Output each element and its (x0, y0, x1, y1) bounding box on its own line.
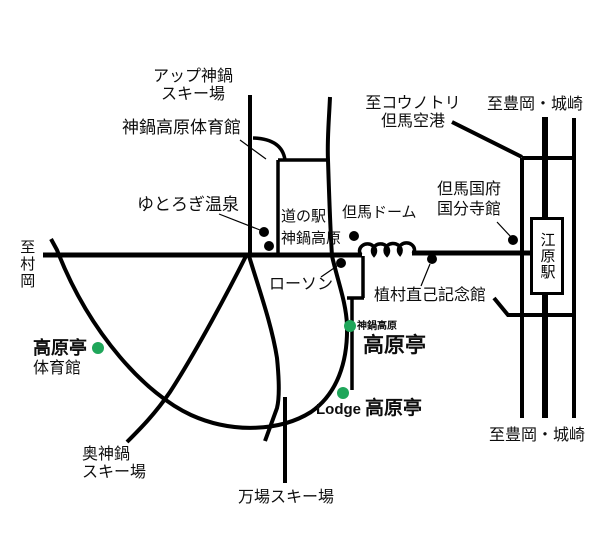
uemura-leader (420, 263, 431, 287)
label-kogentei-main: 神鍋高原 高原亭 (357, 321, 426, 356)
label-kogentei-gym: 高原亭 体育館 (33, 338, 87, 378)
kogentei-main-marker-dot (344, 320, 356, 332)
label-oku-kannabe-ski: 奥神鍋 スキー場 (82, 446, 146, 482)
oku-kannabe-road (125, 255, 248, 444)
label-oku-kannabe-line1: 奥神鍋 (82, 446, 131, 463)
label-ebara-station: 江原駅 (538, 232, 556, 280)
label-toyooka-north: 至豊岡・城崎 (487, 96, 584, 113)
tajima-dome-marker-dot (349, 231, 359, 241)
label-kogentei-gym-name: 高原亭 (33, 338, 87, 359)
kokubunji-leader (496, 221, 512, 238)
yutorogi-leader (218, 213, 261, 231)
memorial-connector-road (492, 296, 574, 317)
label-lawson: ローソン (269, 276, 334, 293)
label-tajima-dome: 但馬ドーム (342, 204, 417, 221)
label-airport: 至コウノトリ 但馬空港 (360, 95, 466, 131)
ramp-arc-road (252, 136, 287, 161)
label-kogentei-main-small: 神鍋高原 (357, 321, 397, 332)
label-michinoeki-line1: 道の駅 (281, 208, 327, 225)
label-michinoeki: 道の駅 神鍋高原 (281, 206, 341, 250)
main-road-river-squiggle (357, 241, 417, 258)
gymnasium-leader (239, 139, 267, 160)
lawson-marker-dot (336, 258, 346, 268)
label-yutorogi-onsen: ゆとろぎ温泉 (137, 195, 239, 214)
label-kogentei-main-name: 高原亭 (363, 332, 426, 357)
center-valley-road (247, 255, 281, 442)
label-kokubunji: 但馬国府 国分寺館 (437, 180, 501, 220)
label-kokubunji-line1: 但馬国府 (437, 181, 502, 198)
uemura-marker-dot (427, 254, 437, 264)
label-airport-line1: 至コウノトリ (365, 95, 461, 112)
label-lodge-prefix: Lodge (316, 401, 361, 418)
label-up-kannabe-line1: アップ神鍋 (152, 68, 233, 85)
label-gymnasium: 神鍋高原体育館 (122, 118, 241, 137)
label-michinoeki-line2: 神鍋高原 (281, 230, 342, 247)
label-lodge-kogentei: Lodge 高原亭 (316, 397, 423, 420)
label-airport-line2: 但馬空港 (380, 113, 445, 130)
ebara-station-box: 江原駅 (530, 217, 564, 295)
bypass-sweep-road (49, 96, 350, 430)
label-manba-ski: 万場スキー場 (238, 489, 335, 506)
lawson-leader (320, 265, 338, 278)
kokubunji-marker-dot (508, 235, 518, 245)
kogentei-gym-marker-dot (92, 342, 104, 354)
label-oku-kannabe-line2: スキー場 (82, 464, 147, 481)
airport-road (451, 120, 523, 159)
label-up-kannabe-line2: スキー場 (160, 86, 225, 103)
label-kokubunji-line2: 国分寺館 (437, 201, 502, 218)
label-to-muraoka: 至村岡 (18, 239, 36, 290)
lodge-marker-dot (337, 387, 349, 399)
label-lodge-name: 高原亭 (365, 397, 423, 419)
label-uemura-memorial: 植村直己記念館 (374, 287, 487, 304)
yutorogi-marker-dot (259, 227, 269, 237)
label-toyooka-south: 至豊岡・城崎 (489, 427, 586, 444)
michinoeki-marker-dot (264, 241, 274, 251)
label-kogentei-gym-line2: 体育館 (33, 360, 82, 377)
label-up-kannabe-ski: アップ神鍋 スキー場 (148, 68, 238, 104)
